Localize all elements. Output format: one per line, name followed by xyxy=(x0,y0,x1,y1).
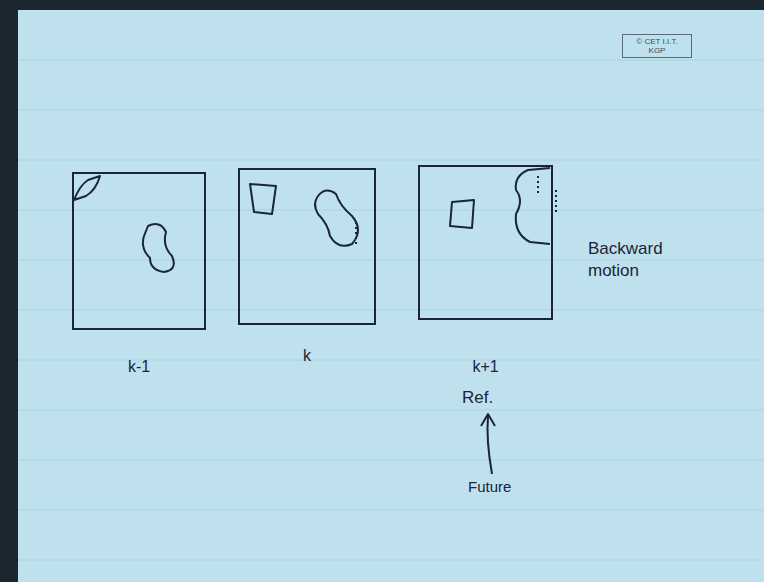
dotted-edge xyxy=(555,190,557,214)
reference-note: Ref. xyxy=(462,388,493,408)
arrow-head xyxy=(481,414,495,426)
frame-index: k+1 xyxy=(472,358,498,376)
video-frame: k-1 xyxy=(72,172,206,330)
grid-lines xyxy=(18,60,764,560)
pointer-arrow xyxy=(488,416,493,474)
moving-blob xyxy=(315,190,358,245)
dotted-edge xyxy=(355,222,357,244)
future-note: Future xyxy=(468,478,511,495)
quad-object xyxy=(250,184,276,214)
quad-object xyxy=(450,200,474,228)
moving-blob xyxy=(143,224,174,272)
video-frame: k xyxy=(238,168,376,325)
motion-note: Backward motion xyxy=(588,238,684,282)
moving-blob xyxy=(516,168,550,244)
dotted-edge xyxy=(537,176,539,196)
paper-sheet xyxy=(18,10,764,582)
watermark: © CET I.I.T. KGP xyxy=(622,34,692,58)
frame-index: k xyxy=(303,347,311,365)
frame-index: k-1 xyxy=(128,358,150,376)
video-frame: k+1 xyxy=(418,165,553,320)
corner-object xyxy=(74,176,100,200)
